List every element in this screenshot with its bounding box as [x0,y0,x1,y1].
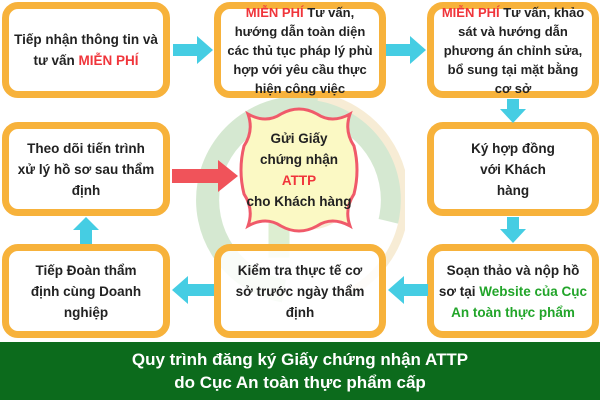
step-8-box: Theo dõi tiến trình xử lý hồ sơ sau thẩm… [2,122,170,216]
arrow-right-red-icon [172,160,238,192]
step-3-text: Tư vấn, khảo sát và hướng dẫn phương án … [443,4,585,96]
arrow-down-icon [500,217,526,243]
final-step-line: cho Khách hàng [246,194,352,209]
final-step-line: Gửi Giấy [270,131,328,146]
certificate-badge-shape [239,107,359,233]
free-highlight: MIỄN PHÍ [78,53,139,68]
step-4-box: Ký hợp đồng với Khách hàng [427,122,599,216]
arrow-down-icon [500,99,526,123]
arrow-left-icon [388,276,428,304]
arrow-right-icon [386,36,426,64]
step-4-text: Ký hợp đồng với Khách hàng [471,140,555,198]
step-5-box: Soạn thảo và nộp hồ sơ tại Website của C… [427,244,599,338]
banner-title-line-2: do Cục An toàn thực phẩm cấp [174,373,426,392]
final-step: Gửi Giấy chứng nhận ATTP cho Khách hàng [236,106,362,234]
banner-title-line-1: Quy trình đăng ký Giấy chứng nhận ATTP [131,350,469,369]
step-1-box: Tiếp nhận thông tin và tư vấn MIỄN PHÍ [2,2,170,98]
free-highlight: MIỄN PHÍ [245,4,304,20]
step-5-text: Soạn thảo và nộp hồ sơ tại [438,262,580,299]
final-step-line: chứng nhận [259,152,339,167]
step-1-text: Tiếp nhận thông tin và [14,32,158,47]
title-banner: Quy trình đăng ký Giấy chứng nhận ATTP d… [0,342,600,400]
step-1-text-2: tư vấn [33,53,79,68]
step-2-box: MIỄN PHÍ Tư vấn, hướng dẫn toàn diện các… [214,2,386,98]
website-highlight: Website của Cục An toàn thực phẩm [451,283,588,320]
step-7-box: Tiếp Đoàn thẩm định cùng Doanh nghiệp [2,244,170,338]
arrow-up-icon [73,217,99,244]
free-highlight: MIỄN PHÍ [441,4,500,20]
step-6-text: Kiểm tra thực tế cơ sở trước ngày thẩm đ… [235,262,365,320]
step-7-text: Tiếp Đoàn thẩm định cùng Doanh nghiệp [30,262,142,320]
arrow-left-icon [172,276,214,304]
step-3-box: MIỄN PHÍ Tư vấn, khảo sát và hướng dẫn p… [427,2,599,98]
step-8-text: Theo dõi tiến trình xử lý hồ sơ sau thẩm… [17,140,155,198]
arrow-right-icon [173,36,213,64]
step-6-box: Kiểm tra thực tế cơ sở trước ngày thẩm đ… [214,244,386,338]
attp-highlight: ATTP [281,173,317,188]
step-2-text: Tư vấn, hướng dẫn toàn diện các thủ tục … [227,4,373,96]
